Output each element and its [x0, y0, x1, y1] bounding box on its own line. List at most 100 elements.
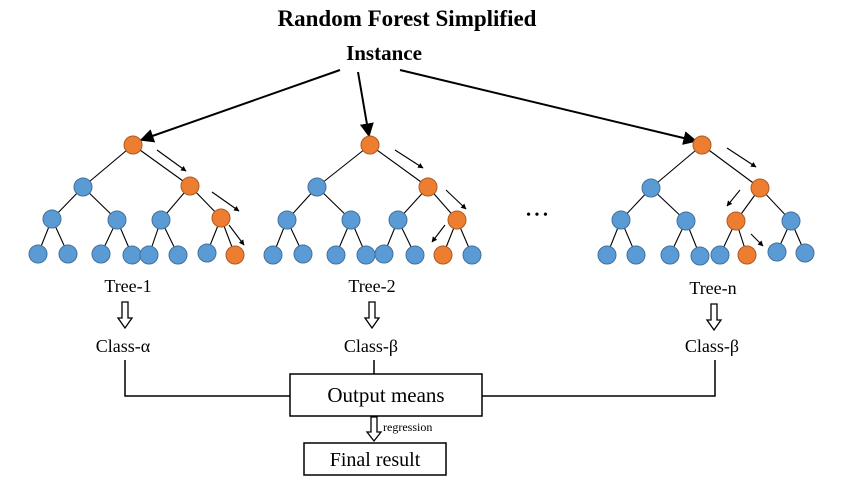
hollow-arrows [116, 301, 723, 332]
connector-tree-n [482, 360, 716, 397]
tree-edge [316, 144, 371, 188]
path-arrow [750, 233, 764, 247]
hollow-arrow-tree-2 [363, 301, 381, 330]
tree-edge [82, 144, 134, 188]
path-arrow [394, 149, 424, 169]
tree-n-path-arrows [726, 147, 764, 247]
tree-edge [701, 144, 761, 189]
tree-node [341, 210, 361, 230]
tree-node [690, 246, 710, 266]
decision-path-node [433, 245, 453, 265]
final-label: Final result [330, 449, 421, 471]
output-box [289, 373, 483, 417]
decision-path-node [180, 176, 200, 196]
tree-node [597, 245, 617, 265]
tree-2-path-arrows [394, 149, 467, 243]
tree-n-label: Tree-n [689, 278, 736, 298]
output-connectors [124, 360, 716, 397]
tree-2-edges [272, 144, 473, 256]
tree-n-nodes [597, 135, 815, 266]
tree-node [795, 243, 815, 263]
tree-node [388, 210, 408, 230]
instance-label: Instance [346, 41, 422, 65]
trees-layer [28, 135, 815, 266]
instance-arrows [139, 69, 698, 145]
hollow-arrow-tree-1 [116, 301, 134, 330]
tree-n-edges [606, 144, 806, 257]
tree-n-class: Class-β [685, 336, 739, 356]
tree-node [28, 244, 48, 264]
ellipsis: • • • [526, 208, 548, 223]
tree-node [781, 211, 801, 231]
path-arrow [156, 149, 187, 172]
decision-path-node [123, 135, 143, 155]
decision-path-node [692, 135, 712, 155]
tree-node [91, 244, 111, 264]
tree-2-class: Class-β [344, 336, 398, 356]
tree-node [710, 245, 730, 265]
tree-node [767, 242, 787, 262]
path-arrow [726, 189, 741, 207]
path-arrow [431, 224, 446, 243]
tree-node [611, 210, 631, 230]
tree-node [42, 209, 62, 229]
tree-node [405, 245, 425, 265]
tree-node [374, 244, 394, 264]
tree-2-graph [263, 135, 482, 265]
decision-path-node [726, 211, 746, 231]
decision-path-node [225, 245, 245, 265]
tree-node [356, 245, 376, 265]
tree-node [107, 210, 127, 230]
tree-1-path-arrows [156, 149, 245, 246]
tree-2-nodes [263, 135, 482, 265]
tree-node [293, 244, 313, 264]
tree-node [676, 211, 696, 231]
decision-path-node [418, 177, 438, 197]
tree-2-label: Tree-2 [348, 276, 395, 296]
tree-node [122, 245, 142, 265]
tree-1-graph [28, 135, 245, 265]
tree-1-nodes [28, 135, 245, 265]
connector-tree-1 [124, 360, 290, 397]
decision-path-node [447, 210, 467, 230]
hollow-arrow-regression [365, 416, 383, 443]
tree-node [151, 210, 171, 230]
final-box [303, 442, 447, 476]
tree-node [263, 245, 283, 265]
tree-node [462, 245, 482, 265]
tree-node [139, 245, 159, 265]
tree-1-class: Class-α [96, 336, 151, 356]
path-arrow [228, 224, 245, 246]
tree-node [197, 243, 217, 263]
path-arrow [211, 191, 240, 212]
tree-node [326, 245, 346, 265]
arrow-to-tree-n [399, 69, 698, 145]
output-label: Output means [327, 383, 444, 407]
tree-node [277, 210, 297, 230]
diagram-title: Random Forest Simplified [278, 6, 537, 31]
decision-path-node [360, 135, 380, 155]
tree-edge [132, 144, 191, 187]
arrow-to-tree-2 [357, 71, 374, 138]
decision-path-node [750, 178, 770, 198]
tree-node [660, 245, 680, 265]
tree-node [641, 178, 661, 198]
hollow-arrow-tree-n [705, 303, 723, 332]
decision-path-node [211, 208, 231, 228]
tree-node [168, 245, 188, 265]
tree-1-label: Tree-1 [104, 276, 151, 296]
tree-1-edges [37, 144, 236, 256]
tree-node [626, 245, 646, 265]
tree-edge [369, 144, 429, 188]
arrow-to-tree-1 [139, 69, 341, 143]
tree-n-graph [597, 135, 815, 266]
path-arrow [445, 189, 467, 210]
regression-label: regression [383, 420, 432, 434]
path-arrow [726, 147, 757, 168]
tree-edge [650, 144, 703, 189]
tree-node [73, 177, 93, 197]
tree-node [58, 244, 78, 264]
tree-node [307, 177, 327, 197]
